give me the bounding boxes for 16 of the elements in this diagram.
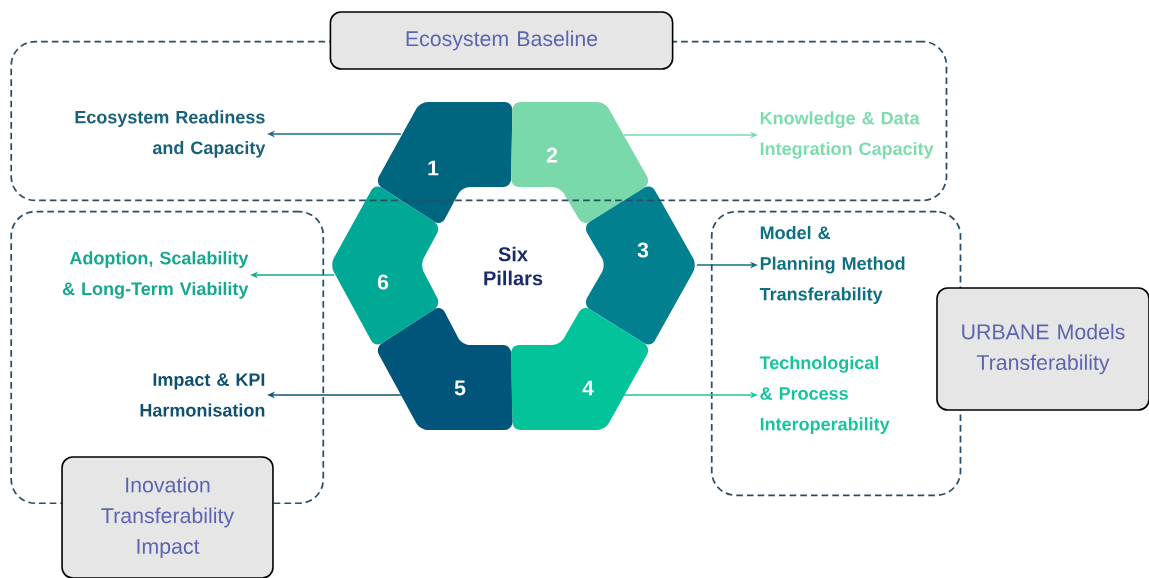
pillar-segment: 6: [332, 186, 439, 345]
pillar-label: Knowledge & Data Integration Capacity: [760, 111, 934, 159]
pillar-segment: 2: [511, 102, 649, 223]
heading-box: Inovation Transferability Impact: [61, 456, 274, 578]
pillar-label: Technological & Process Interoperability: [759, 355, 890, 435]
pillar-segment: 3: [585, 186, 695, 345]
pillar-segment: 5: [377, 308, 513, 430]
pillar-segment: 4: [511, 308, 649, 430]
pillar-label: Impact & KPI Harmonisation: [140, 373, 265, 417]
pillar-segment: 1: [377, 102, 513, 223]
pillar-label: Model & Planning Method Transferability: [759, 225, 905, 305]
pillar-label: Adoption, Scalability & Long-Term Viability: [62, 251, 249, 299]
pillar-label: Ecosystem Readiness and Capacity: [75, 110, 266, 158]
heading-box: Ecosystem Baseline: [329, 11, 674, 70]
center-label: Six Pillars: [484, 246, 543, 286]
heading-box: URBANE Models Transferability: [936, 287, 1149, 411]
